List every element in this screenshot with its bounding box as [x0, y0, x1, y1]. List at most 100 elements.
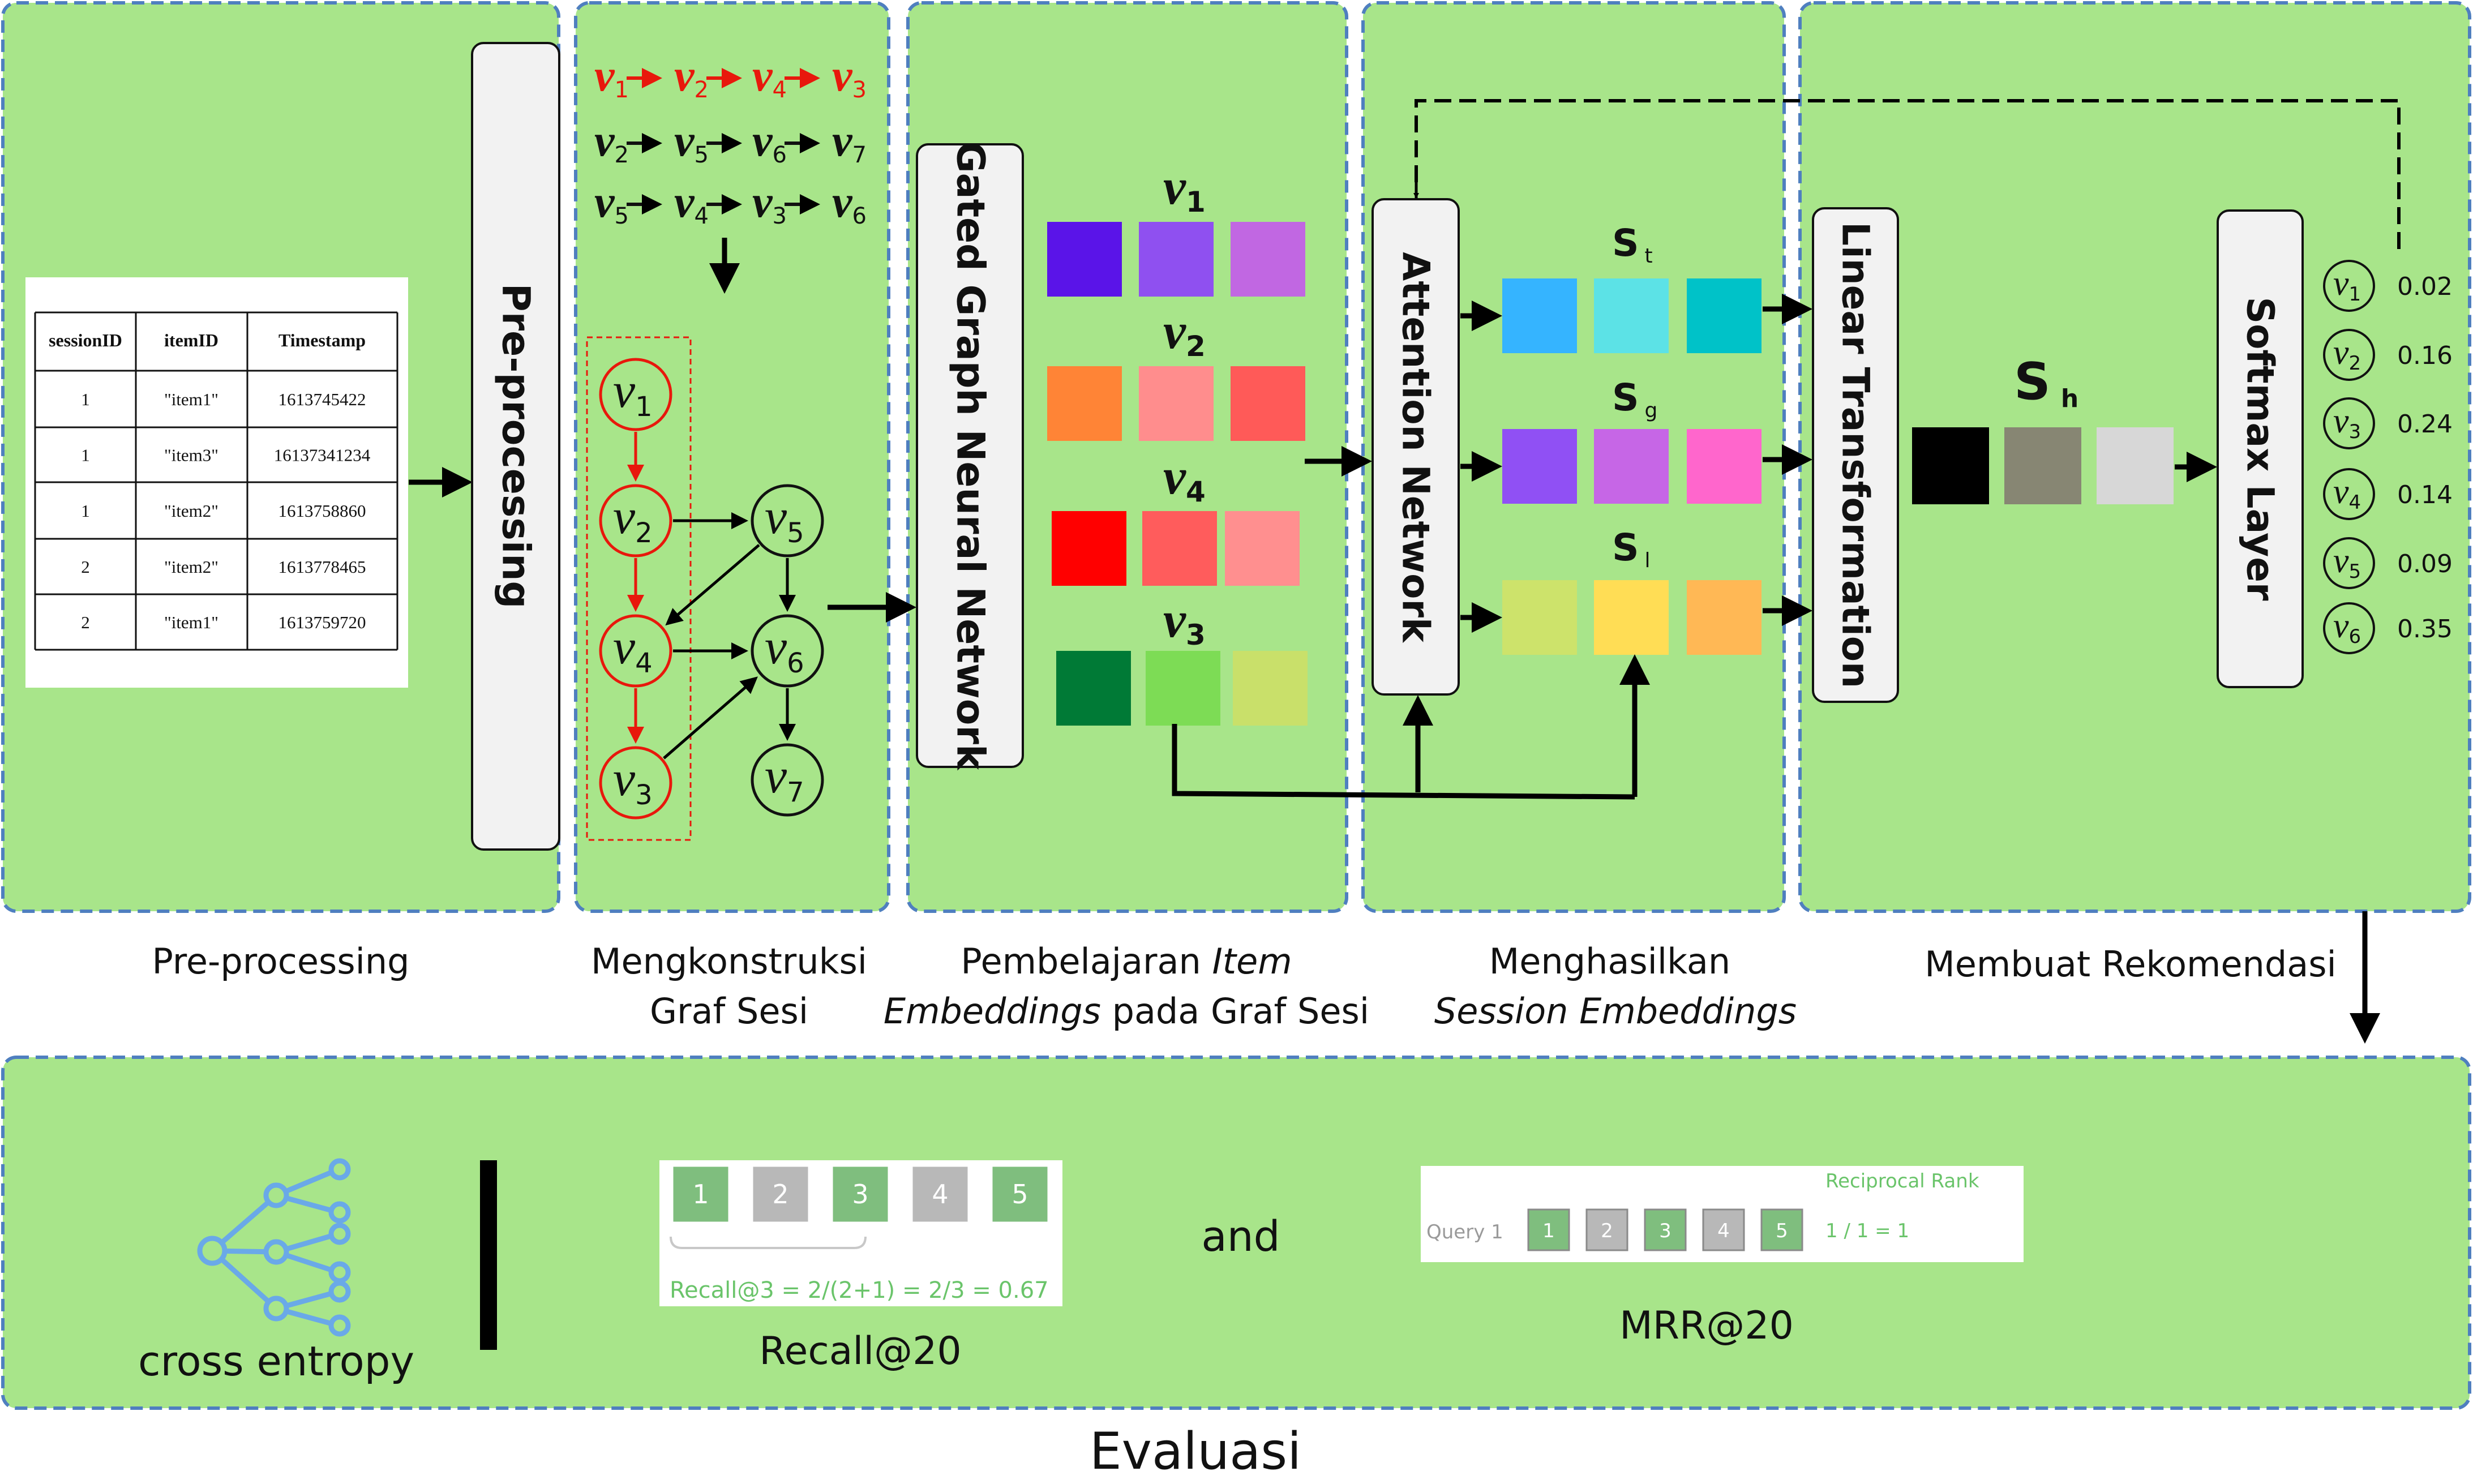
item-embedding: v4: [1052, 449, 1300, 586]
graph-node: v2: [599, 484, 672, 557]
caption-recommendation: Membuat Rekomendasi: [1925, 943, 2336, 985]
embedding-cell: [1687, 278, 1761, 353]
svg-text:v3: v3: [613, 752, 653, 811]
sequence-node: v3: [752, 177, 787, 229]
linear-block-label: Linear Transformation: [1834, 222, 1878, 688]
softmax-block: [2217, 209, 2304, 688]
graph-node: v4: [599, 614, 672, 688]
embedding-cell: [1594, 278, 1669, 353]
table-header: sessionID: [49, 330, 122, 350]
table-cell: "item3": [164, 445, 218, 465]
table-cell: 16137341234: [274, 445, 371, 465]
red-path-highlight: [586, 336, 692, 841]
graph-node: v1: [599, 358, 672, 431]
score-value: 0.24: [2397, 410, 2453, 439]
attention-block-label: Attention Network: [1394, 252, 1438, 644]
sequence-node: v4: [752, 51, 787, 103]
table-cell: 2: [81, 612, 90, 632]
embedding-cell: [1231, 366, 1305, 441]
sequence-node: v6: [752, 116, 787, 168]
score-value: 0.02: [2397, 272, 2453, 301]
graph-node: v6: [751, 614, 824, 688]
graph-node: v3: [599, 746, 672, 820]
score-value: 0.16: [2397, 341, 2453, 370]
svg-text:4: 4: [932, 1179, 948, 1209]
score-item-circle: [2323, 397, 2375, 449]
item-embedding: v2: [1047, 303, 1305, 441]
sequence-node: v7: [832, 116, 867, 168]
embedding-cell: [1056, 651, 1131, 726]
embedding-cell: [1146, 651, 1220, 726]
preprocessing-block: [471, 42, 560, 851]
graph-node: v7: [751, 743, 824, 817]
table-cell: 1613758860: [278, 501, 366, 521]
item-embeddings: v1 v2 v4 v3: [1047, 159, 1308, 726]
recall-box: 1: [671, 1165, 730, 1224]
score-row: v3 0.24: [2323, 397, 2453, 449]
recall-bracket: [670, 1236, 867, 1249]
mrr-box: 1: [1527, 1208, 1570, 1251]
softmax-block-label: Softmax Layer: [2239, 297, 2282, 601]
score-item: v2: [2333, 333, 2361, 375]
recall-box: 4: [911, 1165, 970, 1224]
embedding-cell: [2097, 427, 2174, 504]
item-embedding-label: v1: [1163, 159, 1206, 218]
score-row: v1 0.02: [2323, 260, 2453, 312]
ggnn-block-label: Gated Graph Neural Network: [948, 141, 993, 771]
attention-block: [1371, 198, 1460, 696]
table-cell: 1613745422: [278, 389, 366, 409]
embedding-cell: [1052, 511, 1126, 586]
embedding-cell: [1231, 222, 1305, 297]
embedding-cell: [1687, 580, 1761, 655]
score-item-circle: [2323, 260, 2375, 312]
table-cell: 1: [81, 501, 90, 521]
embedding-cell: [1225, 511, 1300, 586]
score-value: 0.35: [2397, 615, 2453, 644]
evaluation-title: Evaluasi: [1090, 1422, 1301, 1481]
embedding-cell: [1502, 429, 1577, 504]
score-item: v3: [2333, 402, 2361, 443]
embedding-cell: [2004, 427, 2081, 504]
blocks: Pre-processing Gated Graph Neural Networ…: [471, 42, 2304, 851]
sequence-node: v5: [674, 116, 709, 168]
svg-text:5: 5: [1776, 1220, 1788, 1242]
recall-box: 2: [751, 1165, 810, 1224]
recall-box: 3: [831, 1165, 890, 1224]
mrr-box: 4: [1702, 1208, 1745, 1251]
item-embedding-label: v3: [1163, 592, 1206, 651]
tree-icon: [197, 1158, 351, 1337]
score-item: v1: [2333, 264, 2361, 306]
ggnn-block: [916, 143, 1024, 768]
preprocessing-block-label: Pre-processing: [494, 284, 538, 608]
table-cell: "item1": [164, 389, 218, 409]
svg-text:v6: v6: [765, 620, 804, 679]
item-embedding-label: v2: [1163, 303, 1206, 363]
recall-caption: Recall@20: [759, 1329, 961, 1374]
sequence-node: v2: [674, 51, 709, 103]
sequence-node: v5: [594, 177, 629, 229]
svg-text:v4: v4: [613, 620, 653, 679]
score-item-circle: [2323, 329, 2375, 381]
mrr-box: 2: [1585, 1208, 1628, 1251]
embedding-cell: [1912, 427, 1989, 504]
svg-text:v7: v7: [765, 749, 804, 808]
embedding-cell: [1233, 651, 1308, 726]
sequence-node: v1: [594, 51, 629, 103]
mrr-caption: MRR@20: [1619, 1303, 1794, 1348]
embedding-cell: [1594, 429, 1669, 504]
svg-text:1: 1: [1542, 1220, 1555, 1242]
